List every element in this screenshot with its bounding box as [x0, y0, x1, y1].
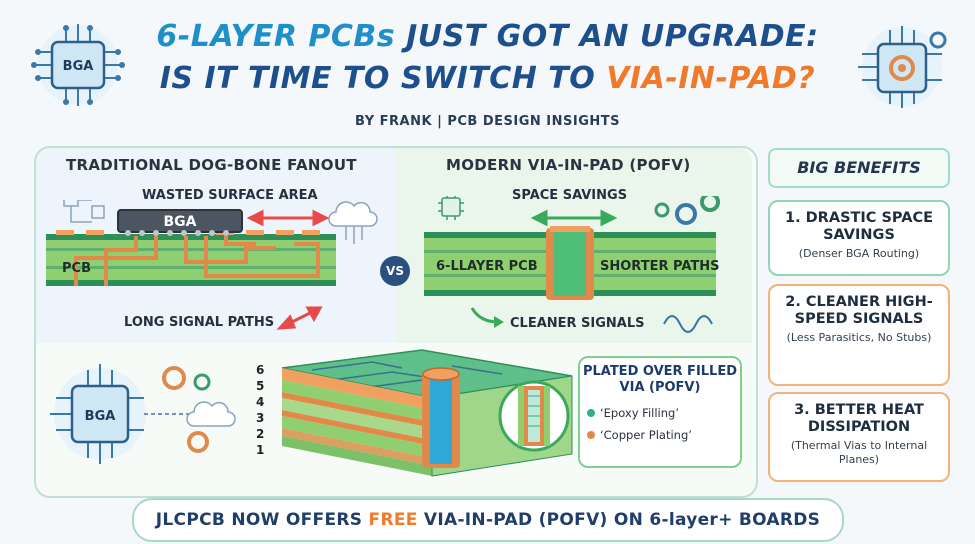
- layer-number: 6: [256, 363, 265, 377]
- callout-title: PLATED OVER FILLED VIA (POFV): [582, 364, 738, 395]
- footer-banner: JLCPCB NOW OFFERS FREE VIA-IN-PAD (POFV)…: [132, 498, 844, 542]
- footer-text-suffix: VIA-IN-PAD (POFV) ON 6-layer+ BOARDS: [417, 510, 821, 530]
- right-section-title: MODERN VIA-IN-PAD (POFV): [446, 156, 691, 174]
- pcb-label: PCB: [62, 261, 91, 276]
- layer-number-list: 6 5 4 3 2 1: [256, 362, 264, 458]
- benefit-subtitle: (Less Parasitics, No Stubs): [786, 331, 932, 344]
- cloud-circuit-icon: [328, 201, 378, 244]
- cloud-icon: [186, 401, 236, 427]
- title-highlight-blue: 6-LAYER PCBs: [156, 19, 396, 54]
- chip-gear-icon-right: [858, 26, 947, 108]
- callout-item-text: ‘Copper Plating’: [600, 428, 692, 442]
- footer-text-prefix: JLCPCB NOW OFFERS: [155, 510, 369, 530]
- benefit-title: 1. DRASTIC SPACE SAVINGS: [785, 210, 933, 243]
- pofv-callout: PLATED OVER FILLED VIA (POFV) ‘Epoxy Fil…: [578, 356, 742, 468]
- title-text-1: JUST GOT AN UPGRADE:: [395, 19, 819, 54]
- left-section-title: TRADITIONAL DOG-BONE FANOUT: [66, 156, 357, 174]
- layer-number: 2: [256, 427, 265, 441]
- schematic-icon: [63, 200, 105, 223]
- benefit-title: 2. CLEANER HIGH-SPEED SIGNALS: [785, 294, 933, 327]
- copper-dot-icon: [587, 431, 595, 439]
- callout-item-text: ‘Epoxy Filling’: [600, 406, 679, 420]
- space-savings-label: SPACE SAVINGS: [512, 188, 628, 203]
- chip-label: BGA: [63, 59, 94, 74]
- vs-badge: VS: [380, 256, 410, 286]
- long-paths-label: LONG SIGNAL PATHS: [124, 315, 275, 330]
- bga-circuit-icon-lower: BGA: [50, 364, 236, 464]
- signal-wave-icon: [663, 315, 713, 333]
- layer-number: 4: [256, 395, 265, 409]
- dog-bone-pcb-diagram: BGA PCB: [46, 200, 378, 330]
- main-title-line-1: 6-LAYER PCBs JUST GOT AN UPGRADE:: [0, 18, 975, 56]
- layer-number: 1: [256, 443, 265, 457]
- benefit-subtitle: (Thermal Vias to Internal Planes): [790, 439, 928, 466]
- cleaner-signals-label: CLEANER SIGNALS: [510, 316, 645, 331]
- title-text-2: IS IT TIME TO SWITCH TO: [159, 61, 607, 96]
- callout-item-copper: ‘Copper Plating’: [587, 428, 740, 442]
- layer-stack-3d-diagram: [281, 349, 573, 477]
- gear-icon-small: [193, 373, 211, 391]
- gear-icon-lower: [187, 431, 209, 453]
- benefit-card-1: 1. DRASTIC SPACE SAVINGS (Denser BGA Rou…: [768, 200, 950, 276]
- main-title-line-2: IS IT TIME TO SWITCH TO VIA-IN-PAD?: [0, 60, 975, 98]
- callout-item-epoxy: ‘Epoxy Filling’: [587, 406, 740, 420]
- via-in-pad-pcb-diagram: 6-LLAYER PCB SHORTER PATHS: [424, 196, 720, 333]
- chip-circuit-icon-left: BGA: [31, 24, 125, 106]
- small-chip-icon: [438, 196, 464, 220]
- layer-number: 5: [256, 379, 265, 393]
- wasted-area-label: WASTED SURFACE AREA: [142, 188, 318, 203]
- benefits-heading: BIG BENEFITS: [768, 148, 950, 188]
- lower-chip-label: BGA: [85, 409, 116, 424]
- title-highlight-orange: VIA-IN-PAD?: [606, 61, 816, 96]
- six-layer-pcb-label: 6-LLAYER PCB: [436, 259, 538, 274]
- benefit-card-3: 3. BETTER HEAT DISSIPATION (Thermal Vias…: [768, 392, 950, 482]
- epoxy-dot-icon: [587, 409, 595, 417]
- shorter-paths-label: SHORTER PATHS: [600, 259, 720, 274]
- gears-icon: [654, 196, 720, 225]
- benefit-subtitle: (Denser BGA Routing): [798, 247, 920, 260]
- footer-free-highlight: FREE: [368, 510, 418, 530]
- benefit-title: 3. BETTER HEAT DISSIPATION: [794, 402, 924, 435]
- bga-chip-label: BGA: [164, 214, 197, 230]
- byline: BY FRANK | PCB DESIGN INSIGHTS: [355, 114, 620, 129]
- layer-number: 3: [256, 411, 265, 425]
- benefit-card-2: 2. CLEANER HIGH-SPEED SIGNALS (Less Para…: [768, 284, 950, 386]
- gear-icon: [162, 366, 186, 390]
